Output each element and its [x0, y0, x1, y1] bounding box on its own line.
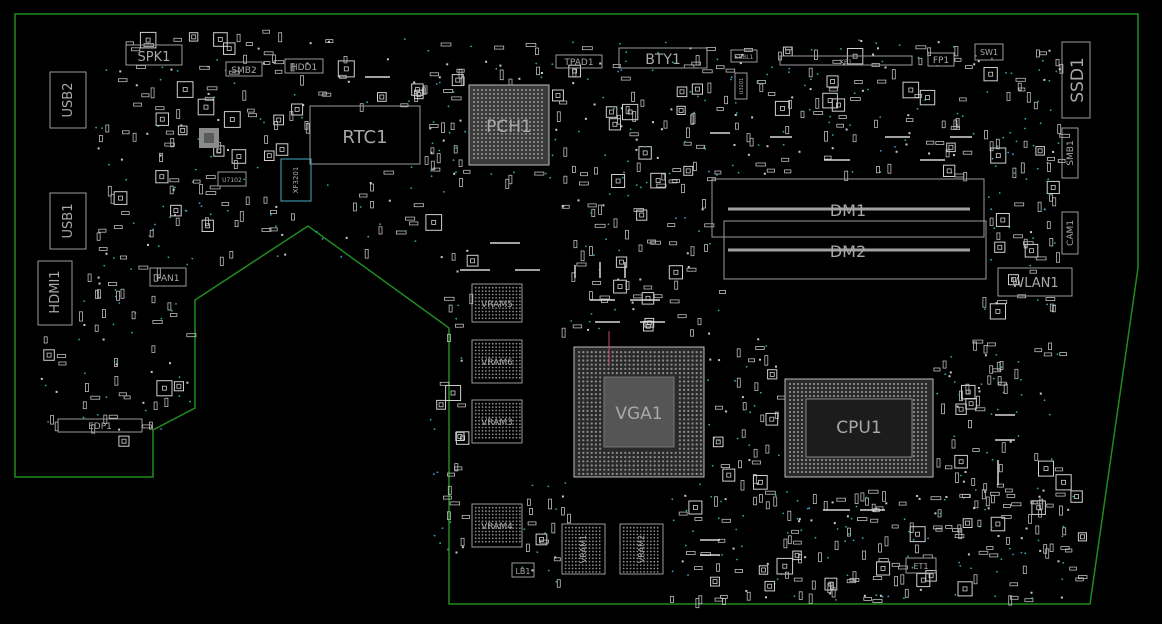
fan1-connector[interactable]: FAN1: [149, 267, 187, 287]
vram3-label: VRAM3: [481, 418, 513, 428]
pch1-label: PCH1: [486, 117, 532, 137]
ssbl1-connector[interactable]: SSBL1: [730, 49, 758, 63]
hdd1-connector[interactable]: HDD1: [284, 58, 324, 74]
vram1-label: VRAM1: [579, 535, 588, 563]
u7102-label: U7102: [222, 177, 242, 184]
vram2-label: VRAM2: [637, 535, 646, 563]
lb1-label: LB1: [515, 567, 530, 576]
usb1-port[interactable]: USB1: [49, 192, 87, 250]
cpu1-label: CPU1: [836, 418, 881, 438]
edp1-connector[interactable]: EDP1: [57, 418, 143, 433]
wlan1-label: WLAN1: [1011, 276, 1058, 291]
vga1-chip[interactable]: VGA1: [573, 346, 705, 478]
usb1-label: USB1: [61, 204, 76, 239]
dm1-slot[interactable]: DM1: [711, 178, 985, 238]
bty1-connector[interactable]: BTY1: [618, 47, 708, 69]
hdmi1-port[interactable]: HDMI1: [37, 260, 73, 326]
et1-component[interactable]: ET1: [905, 557, 937, 574]
spk1-label: SPK1: [138, 50, 171, 65]
vram5-chip[interactable]: VRAM5: [471, 283, 523, 323]
smb1-connector[interactable]: SMB1: [1061, 127, 1079, 179]
ssbl1-label: SSBL1: [735, 54, 754, 61]
kb1-label: KB1: [840, 59, 852, 66]
ssd1-label: SSD1: [1068, 57, 1088, 103]
vram5-label: VRAM5: [481, 300, 513, 310]
rtc1-battery[interactable]: RTC1: [309, 105, 421, 165]
sw1-label: SW1: [980, 48, 998, 57]
smb2-connector[interactable]: SMB2: [225, 61, 263, 77]
bty1-label: BTY1: [645, 52, 681, 68]
gray-chip[interactable]: [199, 128, 219, 148]
cpu1-chip[interactable]: CPU1: [784, 378, 934, 478]
u3201-label: U3201: [739, 78, 745, 94]
u3201-chip[interactable]: U3201: [734, 72, 748, 100]
sw1-switch[interactable]: SW1: [974, 43, 1004, 61]
cam1-connector[interactable]: CAM1: [1061, 211, 1079, 255]
lb1-component[interactable]: LB1: [511, 562, 535, 578]
et1-label: ET1: [913, 562, 928, 571]
ssd1-connector[interactable]: SSD1: [1061, 41, 1091, 119]
cam1-label: CAM1: [1066, 220, 1076, 246]
hdd1-label: HDD1: [291, 63, 317, 73]
fp1-label: FP1: [933, 56, 949, 66]
tpad1-label: TPAD1: [563, 58, 593, 68]
spk1-connector[interactable]: SPK1: [125, 44, 183, 66]
xf3201-crystal[interactable]: XF3201: [280, 158, 312, 202]
tpad1-connector[interactable]: TPAD1: [555, 54, 603, 69]
fan1-label: FAN1: [157, 274, 180, 284]
xf3201-label: XF3201: [292, 167, 300, 194]
wlan1-connector[interactable]: WLAN1: [997, 267, 1073, 297]
smb1-label: SMB1: [1066, 140, 1076, 165]
vram6-chip[interactable]: VRAM6: [471, 339, 523, 384]
vram2-chip[interactable]: VRAM2: [619, 523, 664, 575]
hdmi1-label: HDMI1: [48, 270, 63, 313]
vram6-label: VRAM6: [481, 358, 513, 368]
rtc1-label: RTC1: [342, 127, 387, 148]
kb1-connector[interactable]: KB1: [779, 55, 913, 66]
u7102-chip[interactable]: U7102: [217, 171, 247, 187]
vram1-chip[interactable]: VRAM1: [561, 523, 606, 575]
dm2-slot[interactable]: DM2: [723, 220, 987, 280]
usb2-port[interactable]: USB2: [49, 71, 87, 129]
vga1-label: VGA1: [615, 404, 662, 424]
edp1-label: EDP1: [88, 422, 112, 432]
smb2-label: SMB2: [231, 66, 256, 76]
dm1-label: DM1: [830, 201, 866, 220]
fp1-connector[interactable]: FP1: [927, 52, 955, 67]
vram4-chip[interactable]: VRAM4: [471, 503, 523, 548]
pch1-chip[interactable]: PCH1: [468, 84, 550, 166]
vram3-chip[interactable]: VRAM3: [471, 399, 523, 444]
board-outline: [14, 13, 1139, 605]
vram4-label: VRAM4: [481, 522, 513, 532]
component-scatter: [40, 29, 1088, 609]
dm2-label: DM2: [830, 242, 866, 261]
usb2-label: USB2: [61, 83, 76, 118]
